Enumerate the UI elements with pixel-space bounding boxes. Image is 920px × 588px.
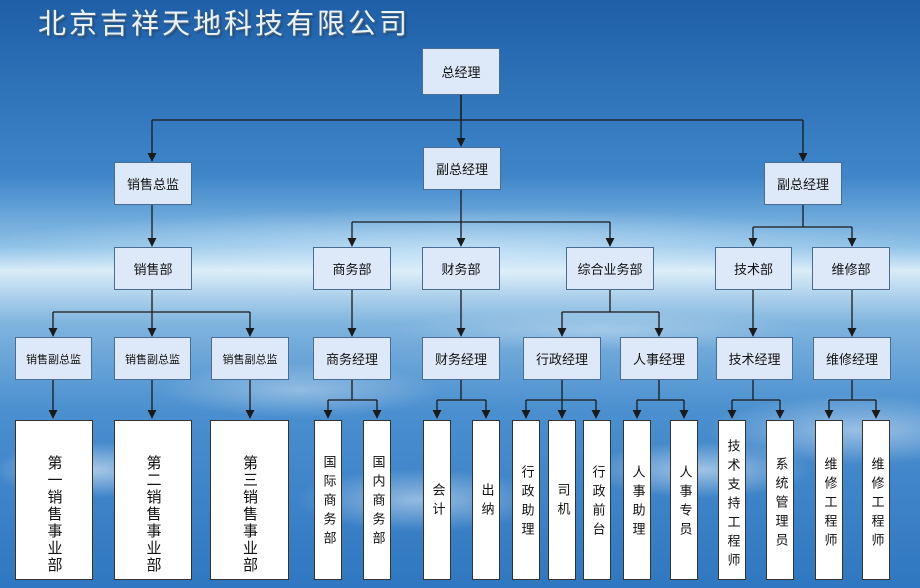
node-deputy-gm-center: 副总经理 [423,147,501,190]
leaf-label: 系统管理员 [772,457,788,552]
leaf-label: 行政助理 [518,465,534,541]
leaf-cashier: 出纳 [472,420,500,580]
leaf-label: 技术支持工程师 [724,439,740,572]
node-repair-dept: 维修部 [812,247,890,290]
leaf-label: 行政前台 [589,465,605,541]
leaf-label: 会计 [429,483,445,521]
leaf-tech-support-engineer: 技术支持工程师 [718,420,746,580]
leaf-sales-unit-3: 第三销售事业部 [210,420,289,580]
node-tech-manager: 技术经理 [716,337,793,380]
leaf-label: 司机 [554,483,570,521]
node-sales-director: 销售总监 [114,162,192,205]
leaf-intl-business: 国际商务部 [314,420,342,580]
leaf-admin-reception: 行政前台 [583,420,611,580]
node-business-manager: 商务经理 [313,337,391,380]
node-hr-manager: 人事经理 [620,337,698,380]
node-general-business-dept: 综合业务部 [566,247,654,290]
leaf-hr-assistant: 人事助理 [623,420,651,580]
leaf-label: 国际商务部 [320,455,336,550]
company-title: 北京吉祥天地科技有限公司 [38,7,411,40]
leaf-label: 第三销售事业部 [241,455,259,574]
leaf-repair-engineer-2: 维修工程师 [862,420,890,580]
leaf-system-admin: 系统管理员 [766,420,794,580]
leaf-label: 维修工程师 [868,457,884,552]
leaf-label: 第二销售事业部 [144,455,163,574]
leaf-hr-specialist: 人事专员 [670,420,698,580]
node-repair-manager: 维修经理 [813,337,891,380]
node-finance-manager: 财务经理 [422,337,500,380]
node-sales-deputy-3: 销售副总监 [211,337,289,380]
node-sales-deputy-1: 销售副总监 [15,337,92,380]
node-finance-dept: 财务部 [422,247,500,290]
node-admin-manager: 行政经理 [523,337,601,380]
node-business-dept: 商务部 [313,247,391,290]
node-deputy-gm-right: 副总经理 [764,162,842,205]
leaf-label: 维修工程师 [821,457,837,552]
node-tech-dept: 技术部 [715,247,792,290]
leaf-label: 第一销售事业部 [45,455,64,574]
leaf-sales-unit-1: 第一销售事业部 [15,420,93,580]
leaf-admin-assistant: 行政助理 [512,420,540,580]
leaf-sales-unit-2: 第二销售事业部 [114,420,192,580]
node-sales-deputy-2: 销售副总监 [114,337,191,380]
leaf-domestic-business: 国内商务部 [363,420,391,580]
leaf-repair-engineer-1: 维修工程师 [815,420,843,580]
leaf-label: 出纳 [478,483,494,521]
leaf-label: 国内商务部 [369,455,385,550]
leaf-driver: 司机 [548,420,576,580]
leaf-label: 人事助理 [629,465,645,541]
node-general-manager: 总经理 [422,48,500,95]
leaf-label: 人事专员 [676,465,692,541]
node-sales-dept: 销售部 [114,247,192,290]
leaf-accountant: 会计 [423,420,451,580]
